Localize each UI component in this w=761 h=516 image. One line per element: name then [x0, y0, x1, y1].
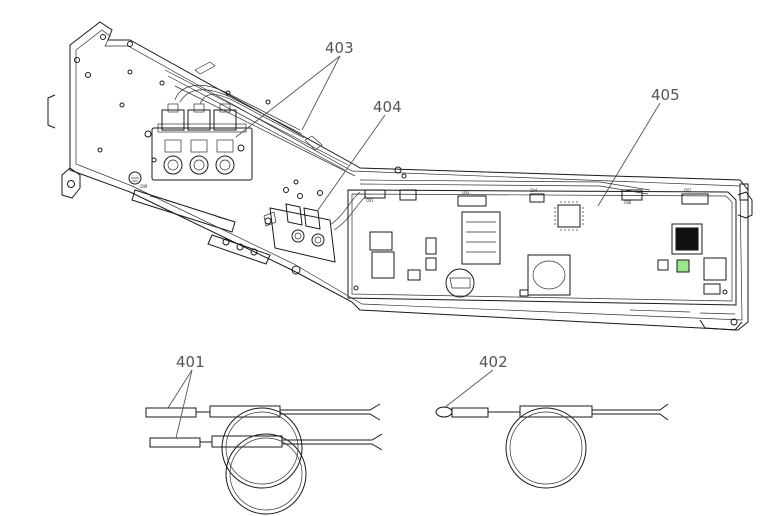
svg-text:CN3: CN3	[462, 190, 470, 195]
callout-402: 402	[479, 353, 508, 371]
connector-silkscreen: CN9	[140, 184, 148, 189]
callout-403: 403	[325, 39, 354, 57]
led-indicator	[676, 259, 690, 273]
svg-text:CN4: CN4	[530, 188, 538, 193]
mounting-plate	[47, 21, 753, 331]
callout-401: 401	[176, 353, 205, 371]
svg-text:CN6: CN6	[624, 200, 632, 205]
terminal-block-404	[263, 191, 367, 263]
pcb-405: CN1 CN3 CN4 CN6 CN7	[347, 179, 749, 315]
callout-405: 405	[651, 86, 680, 104]
callout-leaders	[167, 55, 661, 439]
svg-text:CN1: CN1	[366, 198, 374, 203]
connector-strip: CN9	[131, 179, 323, 275]
callout-404: 404	[373, 98, 402, 116]
svg-text:CN7: CN7	[684, 188, 692, 193]
sensor-set-401	[145, 403, 383, 515]
sensor-402	[435, 403, 669, 489]
terminal-block-403	[128, 85, 305, 185]
